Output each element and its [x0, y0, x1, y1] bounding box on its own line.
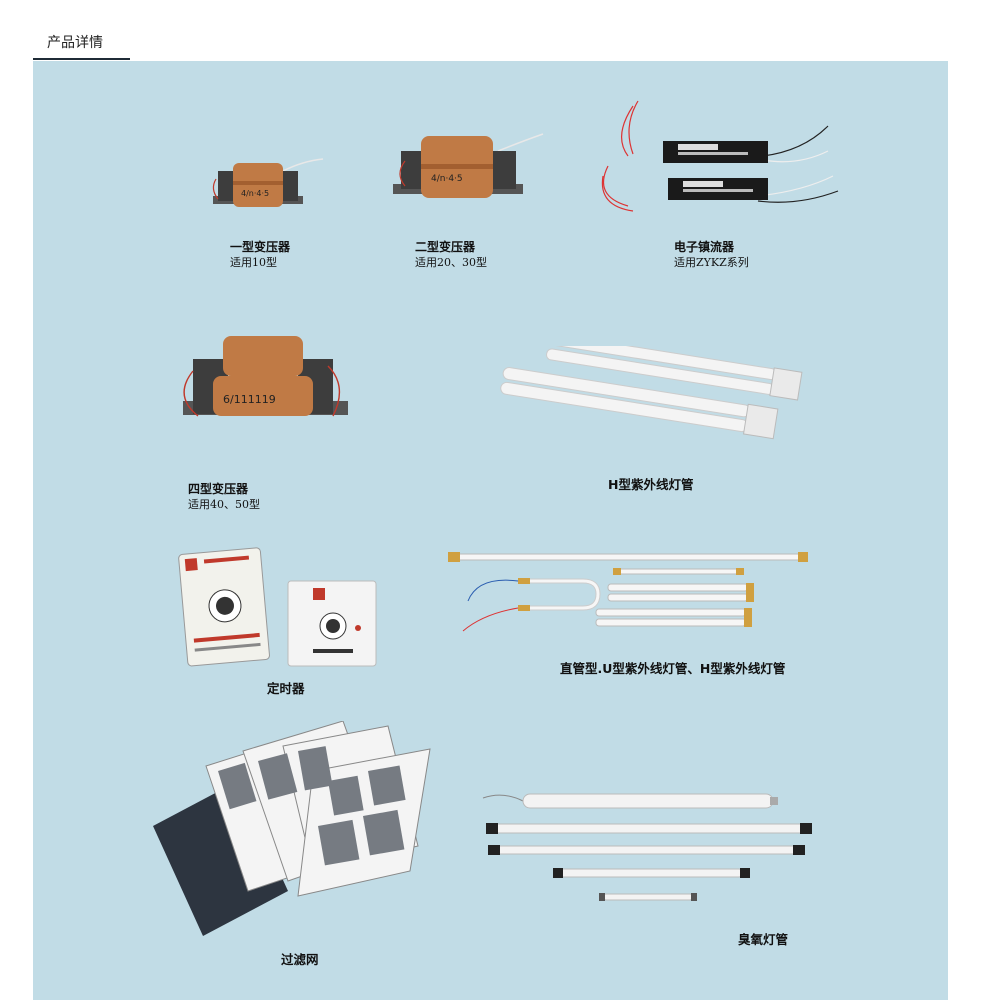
transformer-1-sub: 适用10型 [230, 256, 277, 269]
product-transformer-1: 4/n·4·5 一型变压器 适用10型 [208, 151, 338, 271]
ozone-lamps-title: 臭氧灯管 [738, 932, 789, 947]
svg-text:6/111119: 6/111119 [223, 393, 276, 406]
filter-title: 过滤网 [281, 952, 319, 967]
h-lamp-title: H型紫外线灯管 [608, 477, 694, 492]
transformer-4-sub: 适用40、50型 [188, 498, 260, 511]
transformer-1-image: 4/n·4·5 [212, 158, 324, 207]
timer-title: 定时器 [267, 681, 305, 696]
svg-text:4/n·4·5: 4/n·4·5 [241, 189, 269, 198]
tab-header: 产品详情 [33, 0, 948, 61]
uv-lamps-title: 直管型.U型紫外线灯管、H型紫外线灯管 [560, 661, 786, 676]
product-timer: 定时器 [173, 546, 383, 696]
ballast-title: 电子镇流器 [674, 240, 735, 254]
filter-image [153, 721, 431, 936]
tab-product-details[interactable]: 产品详情 [47, 35, 103, 51]
transformer-4-title: 四型变压器 [188, 482, 249, 496]
uv-lamps-image [448, 552, 808, 632]
product-ozone-lamps: 臭氧灯管 [478, 776, 823, 956]
product-h-lamp: H型紫外线灯管 [498, 346, 818, 506]
timer-image [178, 547, 377, 667]
transformer-2-title: 二型变压器 [415, 240, 476, 254]
product-uv-lamps: 直管型.U型紫外线灯管、H型紫外线灯管 [448, 546, 848, 681]
product-ballast: 电子镇流器 适用ZYKZ系列 [593, 96, 853, 271]
product-transformer-4: 6/111119 四型变压器 适用40、50型 [173, 331, 358, 516]
h-lamp-image [500, 346, 803, 440]
product-transformer-2: 4/n·4·5 二型变压器 适用20、30型 [393, 126, 553, 271]
product-panel: 4/n·4·5 一型变压器 适用10型 4/n·4·5 二型变压器 适用20、3… [33, 61, 948, 1000]
ballast-image [601, 100, 839, 212]
product-filter: 过滤网 [148, 721, 448, 971]
ballast-sub: 适用ZYKZ系列 [674, 256, 749, 269]
transformer-2-sub: 适用20、30型 [415, 256, 487, 269]
transformer-2-image: 4/n·4·5 [393, 133, 544, 198]
ozone-lamps-image [482, 793, 812, 901]
transformer-1-title: 一型变压器 [230, 240, 291, 254]
transformer-4-image: 6/111119 [183, 336, 348, 417]
tab-active-underline [33, 58, 130, 60]
svg-text:4/n·4·5: 4/n·4·5 [431, 174, 463, 184]
